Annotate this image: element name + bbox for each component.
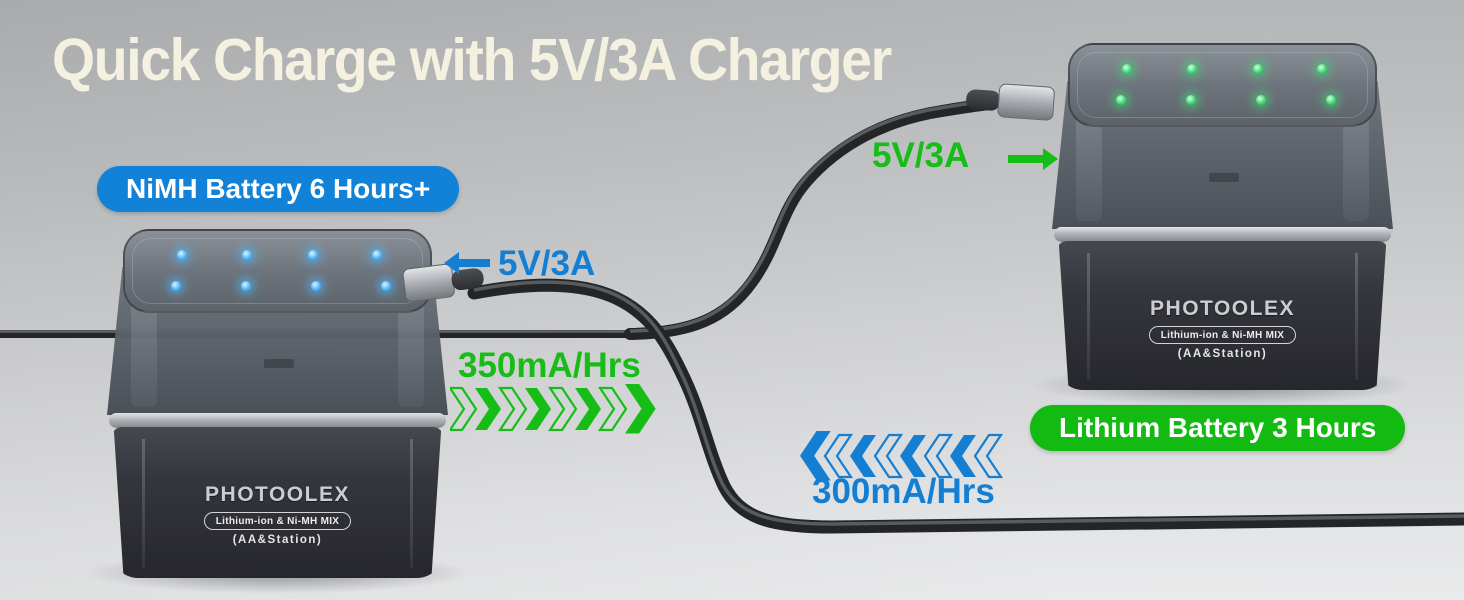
battery-top-face: [123, 229, 432, 313]
battery-body: PHOTOOLEX Lithium-ion & Ni-MH MIX (AA&St…: [113, 427, 442, 578]
arrow-right-icon: [1008, 148, 1058, 170]
lid-latch: [1208, 172, 1239, 182]
chemistry-label: Lithium-ion & Ni-MH MIX: [1148, 326, 1297, 344]
charge-led: [308, 250, 318, 261]
lid-latch: [263, 358, 294, 368]
usb-plug-body: [997, 83, 1056, 121]
charge-led: [176, 250, 187, 261]
charge-led: [1326, 94, 1337, 105]
battery-trim-band: [109, 413, 446, 428]
charge-led: [240, 280, 251, 291]
left-port-rate-label: 5V/3A: [498, 244, 596, 283]
charge-led: [170, 280, 181, 291]
battery-body: PHOTOOLEX Lithium-ion & Ni-MH MIX (AA&St…: [1058, 241, 1387, 390]
charge-led: [242, 250, 253, 261]
nimh-badge: NiMH Battery 6 Hours+: [97, 166, 460, 212]
charge-led: [1253, 64, 1263, 75]
chevrons-right-icon: [447, 384, 668, 441]
brand-logo: PHOTOOLEX: [1150, 297, 1295, 320]
nimh-flow-rate-label: 350mA/Hrs: [458, 346, 641, 385]
battery-top-face: [1068, 43, 1377, 127]
nimh-battery-station: PHOTOOLEX Lithium-ion & Ni-MH MIX (AA&St…: [83, 229, 472, 594]
charge-led: [381, 280, 392, 291]
charge-led: [1256, 94, 1267, 105]
charge-led: [372, 250, 383, 261]
arrow-left-icon: [444, 252, 490, 274]
lithium-flow-rate-label: 300mA/Hrs: [812, 472, 995, 511]
usb-plug-strain-relief: [965, 88, 1001, 112]
station-label: (AA&Station): [1177, 348, 1268, 360]
chemistry-label: Lithium-ion & Ni-MH MIX: [203, 512, 352, 530]
station-label: (AA&Station): [232, 534, 323, 546]
charge-led: [1317, 64, 1328, 75]
chevrons-left-icon: [800, 431, 1018, 488]
brand-logo: PHOTOOLEX: [205, 483, 350, 506]
charge-led: [1187, 64, 1198, 75]
charge-led: [1115, 94, 1126, 105]
right-port-rate-label: 5V/3A: [872, 136, 970, 175]
battery-trim-band: [1054, 227, 1391, 242]
usb-plug-right: [965, 81, 1058, 127]
lithium-badge: Lithium Battery 3 Hours: [1030, 405, 1406, 451]
page-title: Quick Charge with 5V/3A Charger: [52, 27, 892, 93]
charge-led: [1121, 64, 1132, 75]
lithium-battery-station: PHOTOOLEX Lithium-ion & Ni-MH MIX (AA&St…: [1028, 43, 1417, 406]
charge-led: [1185, 94, 1196, 105]
charge-led: [311, 280, 322, 291]
